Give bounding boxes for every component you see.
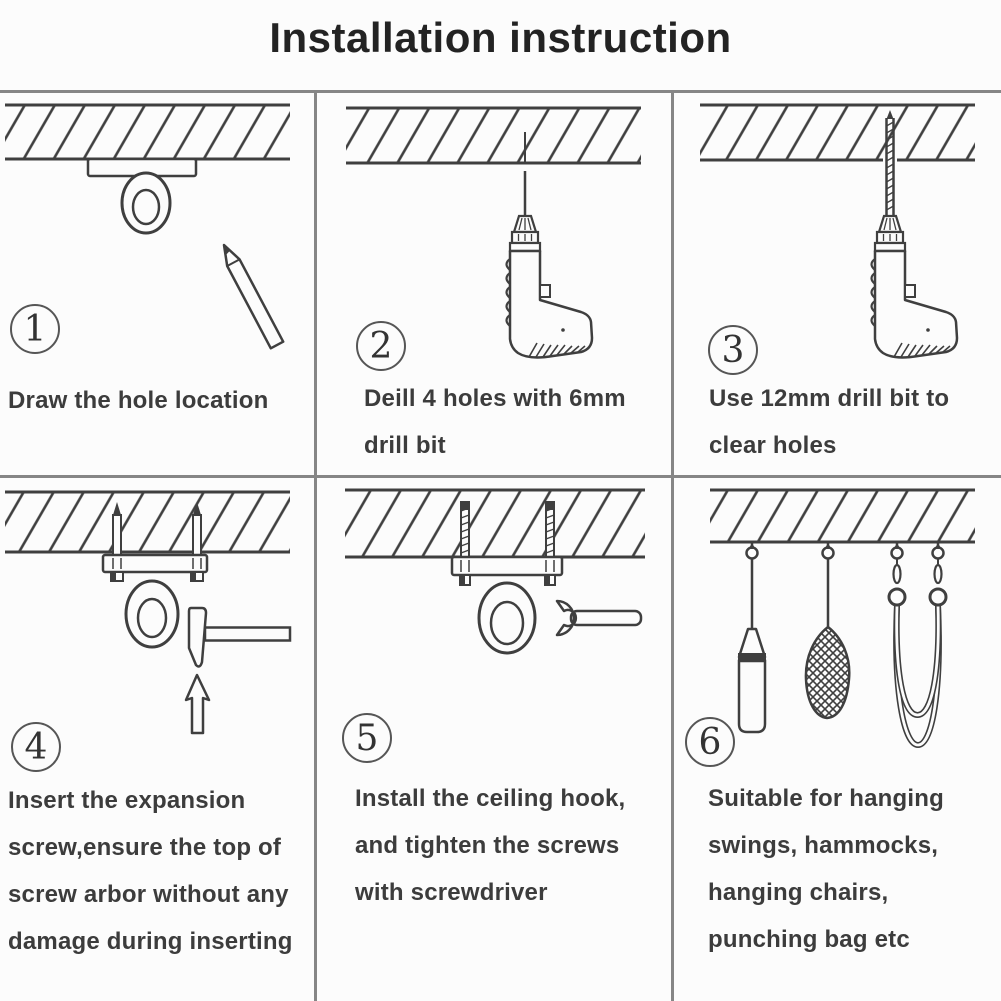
ceiling-hatch [5,103,290,161]
hook-ring [124,579,180,649]
drill-illustration [505,214,594,359]
ceiling-hooks [745,542,945,560]
vertical-divider-1 [314,90,317,1001]
step-4-illustration [5,490,292,735]
drill-bit-12mm [883,110,897,215]
step-5-illustration [345,488,645,655]
step-number-badge: 3 [708,325,758,375]
caption-line: Insert the expansion [8,787,246,814]
step-number-badge: 6 [685,717,735,767]
caption-line: screw,ensure the top of [8,834,282,861]
page-title: Installation instruction [269,14,732,61]
step-caption: Deill 4 holes with 6mm drill bit [364,375,626,469]
step-number: 1 [23,308,47,350]
mounting-plate [101,553,209,582]
caption-line: Install the ceiling hook, [355,785,626,812]
ceiling-hatch [345,488,645,559]
hook-ring [477,581,537,655]
step-number: 4 [24,726,48,768]
mounting-plate [450,555,564,586]
step-number-badge: 2 [356,321,406,371]
drill-illustration [870,214,959,359]
caption-line: drill bit [364,432,446,459]
middle-divider-line [0,475,1001,478]
hook-ring [86,157,198,235]
punching-bag-illustration [737,558,767,734]
top-divider-line [0,90,1001,93]
caption-line: Suitable for hanging [708,785,944,812]
step-number: 3 [721,329,745,371]
step-number: 5 [355,717,379,759]
pencil-illustration [222,243,285,350]
caption-line: screw arbor without any [8,881,289,908]
ceiling-hatch [5,490,290,554]
caption-line: clear holes [709,432,837,459]
step-2-panel: 2 Deill 4 holes with 6mm drill bit [316,92,673,477]
step-2-illustration [346,106,641,359]
step-3-illustration [700,103,975,359]
step-1-illustration [5,103,290,350]
step-number-badge: 5 [342,713,392,763]
step-number: 6 [698,721,722,763]
caption-line: hanging chairs, [708,879,889,906]
ceiling-hatch [700,103,975,162]
step-6-panel: 6 Suitable for hanging swings, hammocks,… [673,477,1001,1001]
step-number: 2 [369,325,393,367]
caption-line: Draw the hole location [8,387,269,414]
caption-line: Deill 4 holes with 6mm [364,385,626,412]
ceiling-hatch [710,488,975,544]
step-caption: Insert the expansion screw,ensure the to… [8,777,293,965]
step-1-panel: 1 Draw the hole location [0,92,316,477]
mesh-bag-illustration [804,558,851,720]
step-caption: Suitable for hanging swings, hammocks, h… [708,775,944,963]
caption-line: damage during inserting [8,928,293,955]
caption-line: swings, hammocks, [708,832,939,859]
step-5-panel: 5 Install the ceiling hook, and tighten … [316,477,673,1001]
step-caption: Install the ceiling hook, and tighten th… [355,775,625,916]
up-arrow-icon [184,673,211,735]
caption-line: with screwdriver [355,879,548,906]
step-6-illustration [710,488,975,749]
step-3-panel: 3 Use 12mm drill bit to clear holes [673,92,1001,477]
step-caption: Draw the hole location [8,377,268,424]
step-caption: Use 12mm drill bit to clear holes [709,375,949,469]
step-number-badge: 1 [10,304,60,354]
vertical-divider-2 [671,90,674,1001]
caption-line: Use 12mm drill bit to [709,385,950,412]
step-4-panel: 4 Insert the expansion screw,ensure the … [0,477,316,1001]
caption-line: and tighten the screws [355,832,620,859]
ceiling-hatch [346,106,641,165]
rope-loops-illustration [887,558,948,749]
step-number-badge: 4 [11,722,61,772]
hammer-illustration [187,606,292,668]
wrench-illustration [555,599,643,637]
caption-line: punching bag etc [708,926,910,953]
